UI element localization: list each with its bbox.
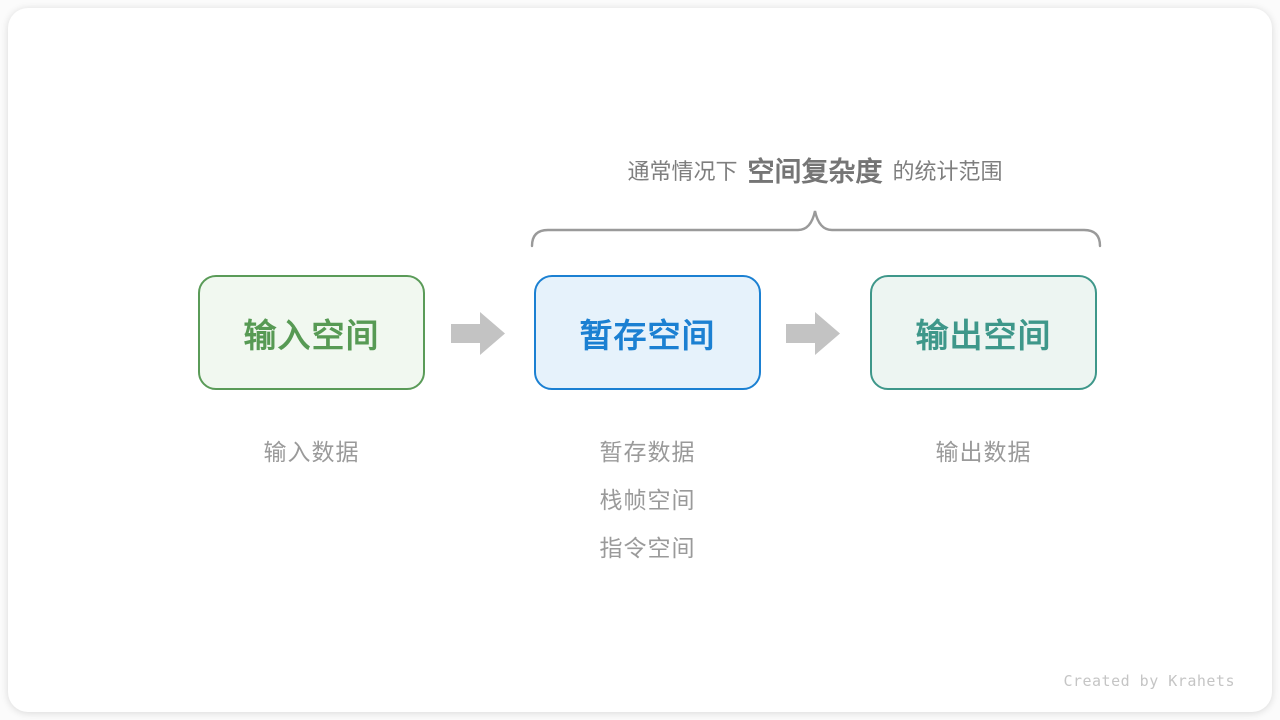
stack-frame-space-label: 栈帧空间 [599, 487, 696, 513]
annotation-highlight: 空间复杂度 [747, 157, 883, 187]
right-arrow-icon [451, 312, 505, 355]
temp-data-label: 暂存数据 [599, 439, 696, 465]
annotation-prefix: 通常情况下 [627, 159, 738, 184]
input-space-label: 输入空间 [243, 316, 380, 354]
output-data-label: 输出数据 [935, 439, 1032, 465]
right-arrow-icon [786, 312, 840, 355]
annotation-title: 通常情况下空间复杂度的统计范围 [528, 150, 1102, 189]
instruction-space-label: 指令空间 [599, 535, 696, 561]
output-space-label: 输出空间 [915, 316, 1052, 354]
credit-text: Created by Krahets [1063, 672, 1235, 690]
input-data-label: 输入数据 [263, 439, 360, 465]
temp-space-box: 暂存空间 [534, 275, 761, 390]
output-space-box: 输出空间 [870, 275, 1097, 390]
input-space-box: 输入空间 [198, 275, 425, 390]
temp-space-label: 暂存空间 [579, 316, 716, 354]
diagram-card: 通常情况下空间复杂度的统计范围 输入空间 暂存空间 输出空间 输入数据 暂存数据… [8, 8, 1272, 712]
annotation-suffix: 的统计范围 [892, 159, 1003, 184]
curly-brace [530, 210, 1102, 248]
